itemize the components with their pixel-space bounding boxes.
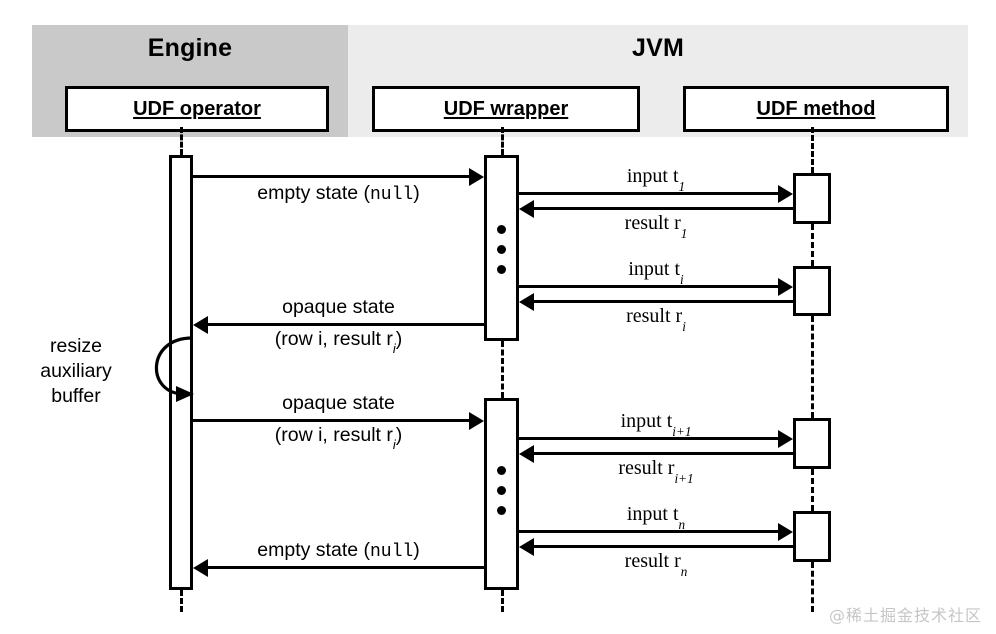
label-opaque-state-out-line2: (row i, result ri) xyxy=(274,424,403,453)
arrow-result-ri1 xyxy=(519,444,793,463)
arrow-input-tn xyxy=(519,522,793,541)
arrow-input-ti xyxy=(519,277,793,296)
label-resize-line2: auxiliary xyxy=(40,360,112,382)
lifeline-udf-method-s3 xyxy=(811,316,814,418)
arrow-input-t1 xyxy=(519,184,793,203)
participant-udf-method: UDF method xyxy=(683,86,949,132)
arrow-result-ri xyxy=(519,292,793,311)
activation-udf-wrapper-2 xyxy=(484,398,519,590)
label-resize-auxiliary-buffer: resize auxiliary buffer xyxy=(22,334,130,409)
label-input-ti: input ti xyxy=(628,258,684,287)
label-input-ti1: input ti+1 xyxy=(620,410,692,439)
participant-udf-wrapper-label: UDF wrapper xyxy=(443,97,569,120)
participant-udf-wrapper: UDF wrapper xyxy=(372,86,640,132)
label-resize-line1: resize xyxy=(49,335,103,357)
arrow-input-ti1 xyxy=(519,429,793,448)
arrow-empty-state-out xyxy=(193,167,484,186)
label-opaque-state-out-line1: opaque state xyxy=(282,392,395,414)
lifeline-udf-method-s1 xyxy=(811,127,814,173)
label-result-ri1: result ri+1 xyxy=(618,457,694,486)
arrow-opaque-state-in xyxy=(193,315,484,334)
lifeline-udf-method-s5 xyxy=(811,562,814,612)
activation-udf-method-2 xyxy=(793,266,831,316)
lifeline-udf-method-s4 xyxy=(811,469,814,511)
watermark: @稀土掘金技术社区 xyxy=(828,606,982,625)
arrow-empty-state-in xyxy=(193,558,484,577)
panel-engine-title: Engine xyxy=(147,34,233,62)
lifeline-udf-wrapper-bottom xyxy=(501,590,504,612)
activation-udf-method-4 xyxy=(793,511,831,562)
arrow-opaque-state-out xyxy=(193,411,484,430)
lifeline-udf-wrapper-mid xyxy=(501,341,504,398)
lifeline-udf-operator-bottom xyxy=(180,590,183,612)
ellipsis-wrapper-2 xyxy=(497,466,506,515)
label-input-tn: input tn xyxy=(626,503,686,532)
label-opaque-state-in-line2: (row i, result ri) xyxy=(274,328,403,357)
lifeline-udf-operator-top xyxy=(180,127,183,155)
label-result-ri: result ri xyxy=(626,305,686,334)
self-message-loop-arrow xyxy=(154,336,194,402)
ellipsis-wrapper-1 xyxy=(497,225,506,274)
participant-udf-method-label: UDF method xyxy=(756,97,876,120)
label-opaque-state-in-line1: opaque state xyxy=(282,296,395,318)
label-result-rn: result rn xyxy=(624,550,688,579)
participant-udf-operator: UDF operator xyxy=(65,86,329,132)
panel-jvm-title: JVM xyxy=(631,34,684,62)
activation-udf-operator xyxy=(169,155,193,590)
arrow-result-r1 xyxy=(519,199,793,218)
label-input-t1: input t1 xyxy=(626,165,686,194)
activation-udf-method-1 xyxy=(793,173,831,224)
lifeline-udf-method-s2 xyxy=(811,224,814,266)
participant-udf-operator-label: UDF operator xyxy=(133,97,261,120)
label-resize-line3: buffer xyxy=(51,385,101,407)
lifeline-udf-wrapper-top xyxy=(501,127,504,155)
label-result-r1: result r1 xyxy=(624,212,688,241)
label-empty-state-in: empty state (null) xyxy=(257,539,420,562)
arrow-result-rn xyxy=(519,537,793,556)
activation-udf-method-3 xyxy=(793,418,831,469)
label-empty-state-out: empty state (null) xyxy=(257,182,420,205)
